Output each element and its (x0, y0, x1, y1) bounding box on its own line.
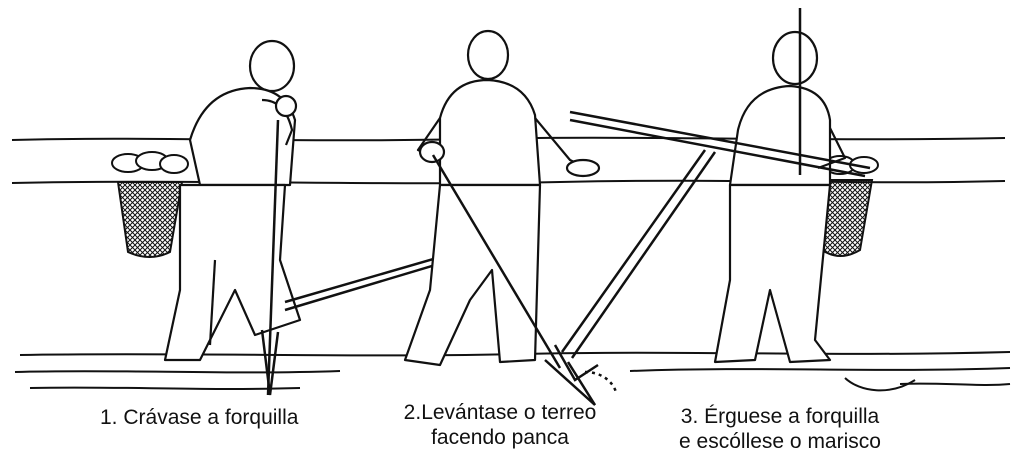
step-1-text: Crávase a forquilla (123, 406, 299, 429)
step-1-number: 1. (100, 406, 118, 429)
worker-step-2 (403, 29, 601, 367)
fork-step-2 (431, 154, 597, 406)
step-3-caption: 3. Érguese a forquilla e escóllese o mar… (655, 404, 905, 454)
step-2-number: 2. (403, 401, 422, 424)
step-2-caption: 2.Levántase o terreo facendo panca (380, 400, 620, 450)
worker-step-1 (163, 39, 302, 362)
step-3-text-line-2: e escóllese o marisco (679, 430, 881, 453)
step-2-text-line-1: Levántase o terreo (421, 401, 597, 424)
step-3-number: 3. (680, 405, 699, 428)
step-2-text-line-2: facendo panca (431, 426, 569, 449)
left-floating-basket-icon (111, 151, 189, 258)
worker-step-3 (713, 30, 847, 364)
step-1-caption: 1. Crávase a forquilla (100, 405, 298, 430)
step-3-text-line-1: Érguese a forquilla (704, 405, 880, 428)
fork-step-3 (553, 8, 871, 393)
